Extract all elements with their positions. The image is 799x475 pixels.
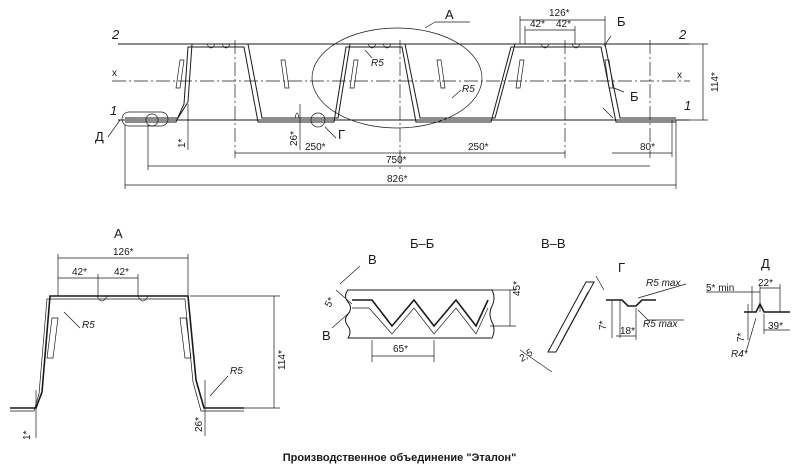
detail-g: Г R5 max R5 max 7* 18*: [598, 260, 687, 340]
main-dimension-lines: [124, 16, 708, 189]
dim-1-main: 1*: [177, 138, 188, 148]
section-v-title: В–В: [541, 236, 566, 251]
company-footer: Производственное объединение "Эталон": [282, 452, 517, 464]
detail-d-outline: [121, 111, 169, 127]
detail-d-dim-39: 39*: [768, 321, 783, 332]
detail-a-dim-42a: 42*: [72, 267, 87, 278]
detail-d-dim-7: 7*: [736, 332, 747, 342]
line-1-label-right: 1: [684, 98, 691, 113]
dim-26-main: 26*: [289, 131, 300, 146]
callout-g: Г: [338, 127, 345, 142]
dim-250-b: 250*: [468, 142, 489, 153]
detail-a-dim-1: 1*: [22, 430, 33, 440]
callout-a: А: [445, 7, 454, 22]
dim-42-main-a: 42*: [530, 19, 545, 30]
detail-a-outline: [311, 27, 483, 129]
section-v-v: В–В 2,5: [517, 236, 605, 373]
callout-b-top: Б: [617, 14, 626, 29]
detail-a: А 126* 42* 42* 114* 26* 1* R5 R5: [10, 226, 288, 440]
dim-114-main: 114*: [710, 72, 721, 92]
line-2-label-right: 2: [678, 27, 687, 42]
callout-d: Д: [95, 129, 104, 144]
detail-a-dim-26: 26*: [194, 417, 205, 432]
section-b-dim-5: 5*: [323, 296, 337, 310]
line-1-label: 1: [110, 103, 117, 118]
detail-d-title: Д: [761, 256, 770, 271]
radius-label-2: R5: [462, 84, 475, 95]
detail-g-title: Г: [618, 260, 625, 275]
detail-g-radius-bottom: R5 max: [643, 319, 678, 330]
detail-d-dim-r4: R4*: [731, 349, 749, 360]
section-b-title: Б–Б: [410, 236, 434, 251]
section-b-dim-45: 45*: [512, 281, 523, 296]
main-profile-view: 2 2 1 1 x x А Б Б Г Д R5 R5: [95, 7, 721, 189]
trapezoid-profile: [125, 43, 676, 123]
dim-250-a: 250*: [305, 142, 326, 153]
axis-x-label-right: x: [677, 70, 682, 81]
section-b-b: Б–Б В В 45* 65* 5*: [322, 236, 523, 362]
detail-g-outline: [310, 112, 326, 128]
detail-a-radius-1: R5: [82, 320, 95, 331]
detail-d-dim-5min: 5* min: [706, 283, 734, 294]
center-lines: [234, 40, 651, 172]
cut-label-v-top: В: [368, 252, 377, 267]
section-b-dim-65: 65*: [393, 344, 408, 355]
detail-a-radius-2: R5: [230, 366, 243, 377]
axis-x-label-left: x: [112, 68, 117, 79]
dim-750: 750*: [386, 155, 407, 166]
detail-g-radius-top: R5 max: [646, 278, 681, 289]
dim-126-main: 126*: [549, 8, 570, 19]
cut-label-v-bottom: В: [322, 328, 331, 343]
line-2-label: 2: [111, 27, 120, 42]
detail-a-dim-42b: 42*: [114, 267, 129, 278]
detail-a-title: А: [114, 226, 123, 241]
callout-b-bottom: Б: [630, 89, 639, 104]
detail-d-dim-22: 22*: [758, 278, 773, 289]
dim-42-main-b: 42*: [556, 19, 571, 30]
dim-826: 826*: [387, 174, 408, 185]
dim-80: 80*: [640, 142, 655, 153]
detail-g-dim-7: 7*: [598, 320, 609, 330]
section-v-dim-thk: 2,5: [517, 347, 536, 365]
detail-a-dim-126: 126*: [113, 247, 134, 258]
detail-g-dim-18: 18*: [620, 326, 635, 337]
detail-a-dim-114: 114*: [277, 350, 288, 370]
detail-d: Д 5* min 22* 7* 39* R4*: [706, 256, 790, 360]
radius-label-1: R5: [371, 58, 384, 69]
